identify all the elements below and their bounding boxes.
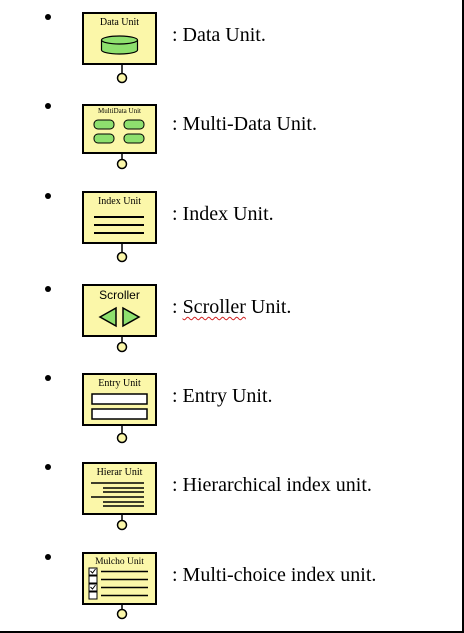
unit-label: : Index Unit.: [172, 203, 274, 225]
multi-data-unit-icon: MultiData Unit: [82, 104, 157, 170]
list-item-multi-data-unit: MultiData Unit : Multi-Data Unit.: [0, 101, 464, 181]
bullet: [45, 14, 51, 20]
box-title: MultiData Unit: [98, 107, 141, 115]
unit-label: : Data Unit.: [172, 24, 266, 46]
scroll-right-arrow-icon: [122, 306, 141, 328]
bullet: [45, 464, 51, 470]
bullet: [45, 375, 51, 381]
scroll-left-arrow-icon: [98, 306, 117, 328]
bullet: [45, 286, 51, 292]
list-item-scroller-unit: Scroller : Scroller Unit.: [0, 284, 464, 364]
list-item-index-unit: Index Unit : Index Unit.: [0, 191, 464, 271]
unit-label: : Scroller Unit.: [172, 296, 291, 319]
entry-unit-icon: Entry Unit: [82, 373, 157, 444]
bullet: [45, 103, 51, 109]
list-item-hierarchical-index-unit: Hierar Unit : Hierarchical index unit.: [0, 462, 464, 542]
list-item-multi-choice-index-unit: Mulcho Unit : Multi-choice index unit.: [0, 552, 464, 632]
label-suffix: Unit.: [245, 296, 292, 318]
box-title: Hierar Unit: [97, 467, 143, 478]
scroller-unit-icon: Scroller: [82, 284, 157, 353]
index-unit-icon: Index Unit: [82, 191, 157, 263]
bullet: [45, 193, 51, 199]
unit-label: : Hierarchical index unit.: [172, 474, 372, 496]
box-title: Mulcho Unit: [95, 557, 144, 567]
unit-label: : Multi-Data Unit.: [172, 113, 317, 135]
label-word-misspelled: Scroller: [182, 296, 246, 318]
box-title: Scroller: [99, 288, 140, 302]
list-item-entry-unit: Entry Unit : Entry Unit.: [0, 373, 464, 453]
bullet: [45, 554, 51, 560]
box-title: Data Unit: [100, 17, 139, 28]
hierarchical-index-unit-icon: Hierar Unit: [82, 462, 157, 531]
box-title: Index Unit: [98, 196, 141, 207]
box-title: Entry Unit: [98, 378, 141, 389]
list-item-data-unit: Data Unit : Data Unit.: [0, 12, 464, 92]
unit-label: : Entry Unit.: [172, 385, 273, 407]
data-unit-icon: Data Unit: [82, 12, 157, 84]
multi-choice-index-unit-icon: Mulcho Unit: [82, 552, 157, 620]
label-prefix: :: [172, 296, 183, 318]
unit-label: : Multi-choice index unit.: [172, 564, 377, 586]
